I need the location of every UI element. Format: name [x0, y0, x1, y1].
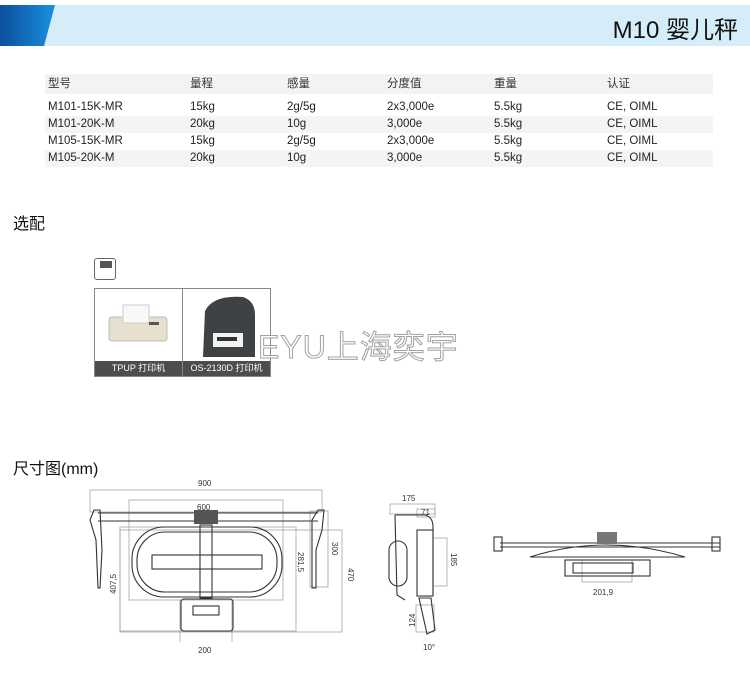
dim-175: 175: [402, 494, 416, 503]
table-cell: 20kg: [190, 152, 215, 164]
dim-185: 185: [449, 553, 458, 567]
table-cell: M101-20K-M: [48, 118, 115, 130]
table-cell: 15kg: [190, 101, 215, 113]
option-label: OS-2130D 打印机: [183, 361, 270, 376]
table-cell: CE, OIML: [607, 101, 658, 113]
dim-71: 71: [421, 508, 430, 517]
dim-201-9: 201,9: [593, 588, 614, 597]
option-os2130d-printer: OS-2130D 打印机: [182, 288, 271, 377]
table-cell: M105-15K-MR: [48, 135, 123, 147]
side-and-front-view-drawing: 175 71 185 124 10° 201,9: [388, 494, 721, 652]
option-label: TPUP 打印机: [95, 361, 182, 376]
top-view-drawing: 900 600 300 470 281,5 407,5 200: [89, 479, 355, 655]
col-header: 重量: [494, 78, 517, 90]
table-cell: CE, OIML: [607, 118, 658, 130]
col-header: 分度值: [387, 78, 422, 90]
label-printer-icon: [203, 296, 255, 357]
dim-900: 900: [198, 479, 212, 488]
table-cell: 3,000e: [387, 152, 423, 164]
dim-281-5: 281,5: [296, 552, 305, 573]
dimensions-heading: 尺寸图(mm): [13, 461, 99, 478]
table-header: 型号 量程 感量 分度值 重量 认证: [45, 74, 713, 94]
table-row: M101-20K-M 20kg 10g 3,000e 5.5kg CE, OIML: [45, 116, 713, 133]
dim-470: 470: [346, 568, 355, 582]
table-cell: 2g/5g: [287, 101, 316, 113]
table-cell: 2g/5g: [287, 135, 316, 147]
table-cell: 10g: [287, 118, 307, 130]
dim-600: 600: [197, 503, 211, 512]
dim-300: 300: [330, 542, 339, 556]
table-cell: CE, OIML: [607, 152, 658, 164]
page-title: M10 婴儿秤: [612, 17, 738, 44]
table-cell: 2x3,000e: [387, 135, 435, 147]
table-cell: 2x3,000e: [387, 101, 435, 113]
table-cell: 3,000e: [387, 118, 423, 130]
table-cell: 5.5kg: [494, 152, 523, 164]
table-cell: 10g: [287, 152, 307, 164]
table-row: M105-15K-MR 15kg 2g/5g 2x3,000e 5.5kg CE, OIM…: [45, 133, 713, 150]
spec-table: 型号 量程 感量 分度值 重量 认证 M101-15K-MR 15kg 2g/5g 2…: [45, 74, 713, 167]
table-cell: M105-20K-M: [48, 152, 115, 164]
col-header: 认证: [607, 78, 630, 90]
battery-icon: [94, 258, 116, 280]
table-cell: 5.5kg: [494, 101, 523, 113]
table-cell: 5.5kg: [494, 135, 523, 147]
table-cell: 5.5kg: [494, 118, 523, 130]
header-band: [0, 5, 750, 46]
table-cell: 20kg: [190, 118, 215, 130]
dim-10-degree: 10°: [423, 643, 435, 652]
table-row: M101-15K-MR 15kg 2g/5g 2x3,000e 5.5kg CE, OIM…: [45, 99, 713, 116]
dim-124: 124: [408, 613, 417, 627]
options-heading: 选配: [13, 216, 46, 233]
option-tpup-printer: TPUP 打印机: [94, 288, 183, 377]
table-row: M105-20K-M 20kg 10g 3,000e 5.5kg CE, OIML: [45, 150, 713, 167]
table-cell: M101-15K-MR: [48, 101, 123, 113]
header-accent: [0, 5, 55, 46]
dim-200: 200: [198, 646, 212, 655]
col-header: 感量: [287, 78, 310, 90]
table-cell: CE, OIML: [607, 135, 658, 147]
dim-407-5: 407,5: [109, 573, 118, 594]
col-header: 型号: [48, 78, 71, 90]
table-cell: 15kg: [190, 135, 215, 147]
thermal-printer-icon: [108, 304, 168, 342]
watermark: EYU上海奕宇: [258, 329, 459, 366]
col-header: 量程: [190, 78, 213, 90]
